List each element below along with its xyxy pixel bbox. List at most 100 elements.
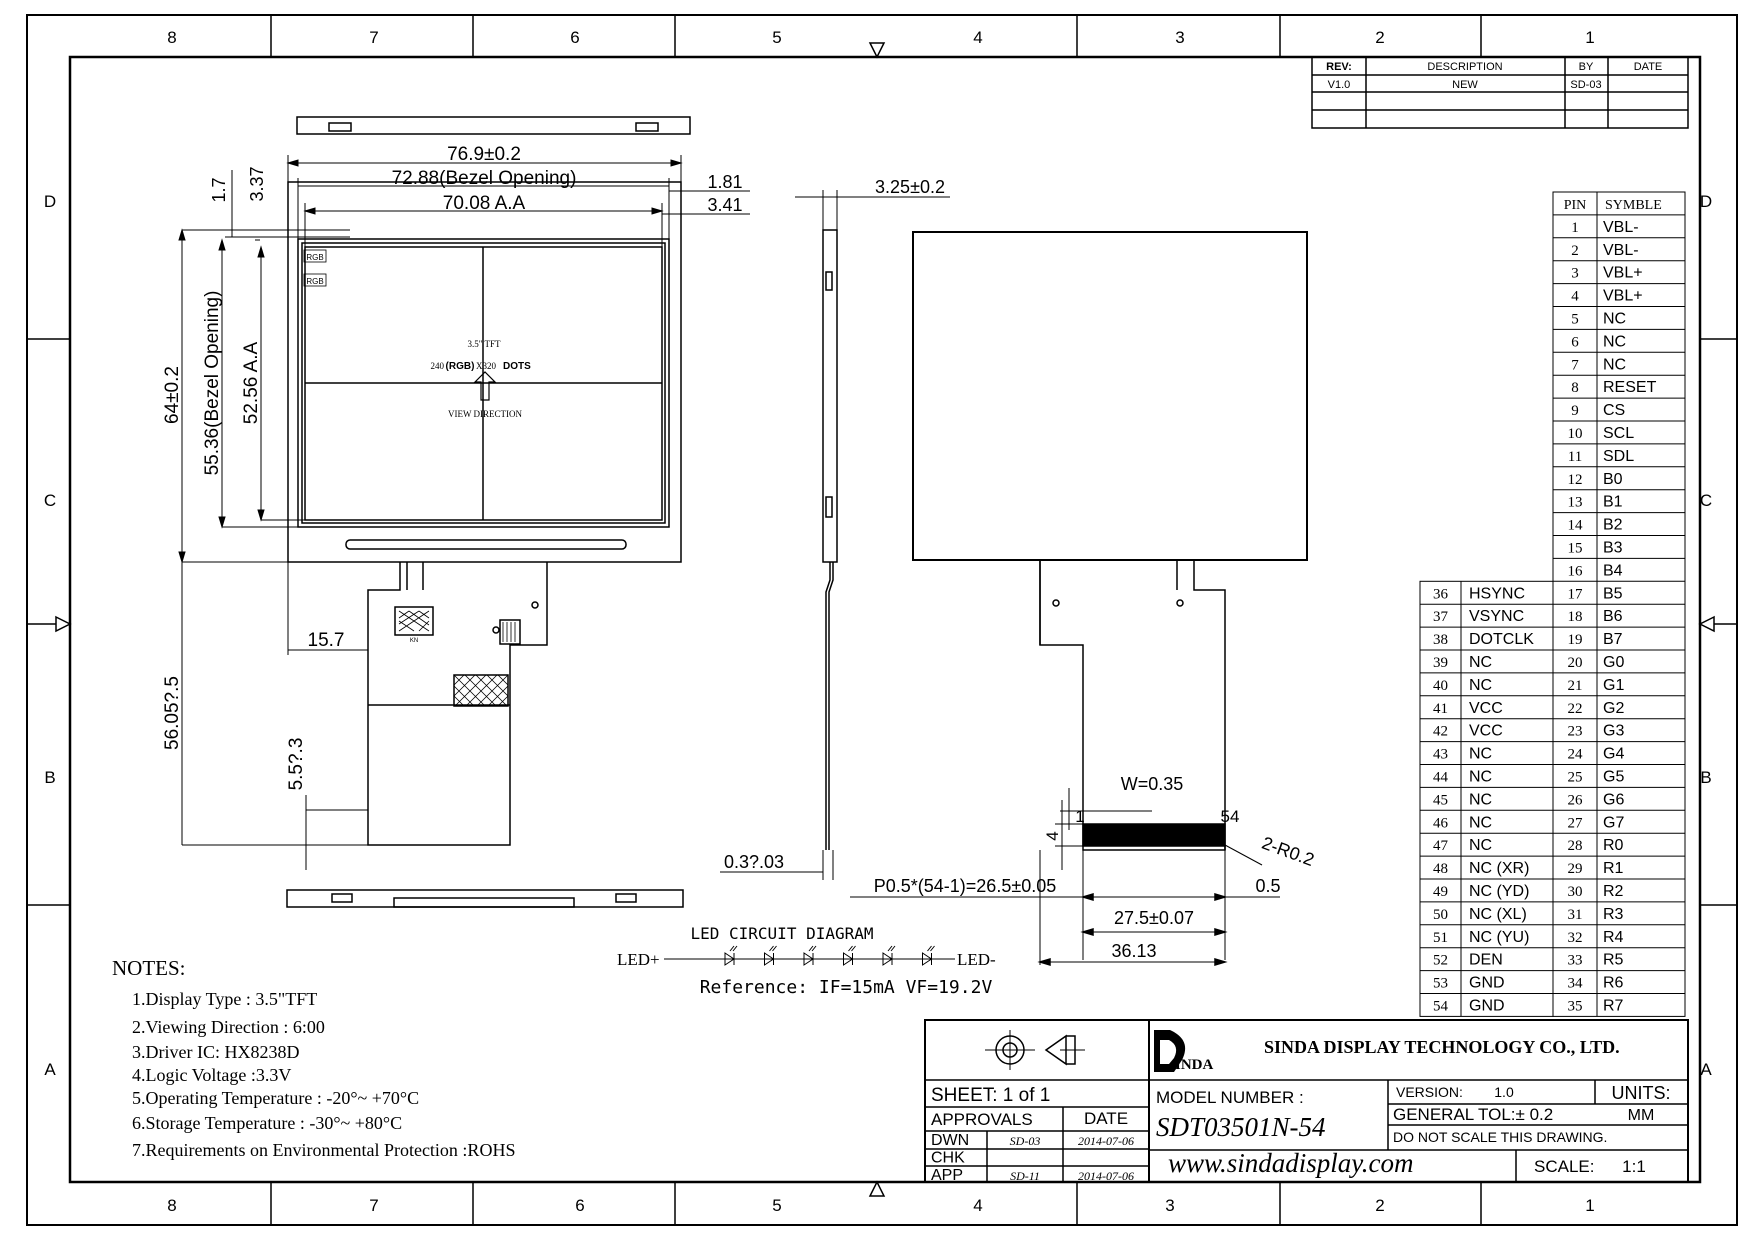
sheet-label: SHEET: 1 of 1 (931, 1085, 1050, 1106)
revision-header: REV: (1326, 61, 1352, 73)
revision-cell: NEW (1452, 79, 1478, 91)
pin-number: 17 (1568, 586, 1584, 602)
pin-number: 15 (1568, 541, 1583, 557)
pin-number: 9 (1571, 403, 1579, 419)
pin-symbol: R5 (1603, 952, 1624, 969)
note-item: 5.Operating Temperature : -20°~ +70°C (132, 1088, 419, 1108)
pin-symbol: SCL (1603, 425, 1634, 442)
side-view (720, 190, 950, 880)
pin-symbol: R4 (1603, 929, 1624, 946)
pin-number: 41 (1433, 701, 1448, 717)
screen-label-320: X320 (476, 361, 496, 371)
pin-symbol: B7 (1603, 631, 1623, 648)
kn-tag: KN (410, 638, 418, 644)
pin-first-label: 1 (1075, 807, 1084, 826)
pin-number: 50 (1433, 907, 1448, 923)
pin-number: 40 (1433, 678, 1448, 694)
frame-col-label-top: 3 (1175, 28, 1184, 47)
pin-symbol: VCC (1469, 723, 1503, 740)
pin-symbol: B1 (1603, 494, 1623, 511)
pin-symbol: NC (1603, 356, 1626, 373)
pin-symbol: G0 (1603, 654, 1624, 671)
pin-symbol: NC (1603, 311, 1626, 328)
model-label: MODEL NUMBER : (1156, 1088, 1304, 1107)
pin-number: 16 (1568, 563, 1584, 579)
pin-number: 46 (1433, 815, 1449, 831)
frame-col-label-top: 7 (369, 28, 378, 47)
front-view-text: 76.9±0.272.88(Bezel Opening)70.08 A.A1.8… (162, 144, 743, 790)
frame-col-label-bottom: 8 (167, 1196, 176, 1215)
pin-table-header-pin: PIN (1564, 198, 1587, 213)
pin-number: 23 (1568, 724, 1583, 740)
pin-symbol: CS (1603, 402, 1625, 419)
approval-role: APP (931, 1167, 963, 1184)
pin-symbol: NC (1603, 333, 1626, 350)
note-item: 4.Logic Voltage :3.3V (132, 1065, 291, 1085)
pin-symbol: DOTCLK (1469, 631, 1534, 648)
pin-symbol: NC (1469, 769, 1492, 786)
frame-col-label-bottom: 3 (1165, 1196, 1174, 1215)
pin-symbol: RESET (1603, 379, 1657, 396)
frame-col-label-bottom: 1 (1585, 1196, 1594, 1215)
pin-number: 54 (1433, 999, 1449, 1015)
pin-symbol: NC (1469, 814, 1492, 831)
pin-symbol: G1 (1603, 677, 1624, 694)
pin-symbol: B5 (1603, 585, 1623, 602)
pin-number: 27 (1568, 815, 1584, 831)
pad-width-dim: W=0.35 (1121, 774, 1184, 794)
version-value: 1.0 (1494, 1084, 1514, 1100)
pin-number: 14 (1568, 518, 1584, 534)
approvals-label: APPROVALS (931, 1110, 1033, 1129)
fpc-length-dim: 56.05?.5 (162, 676, 183, 750)
pin-number: 47 (1433, 838, 1449, 854)
website: www.sindadisplay.com (1168, 1148, 1414, 1178)
pin-number: 18 (1568, 609, 1583, 625)
pin-number: 6 (1571, 334, 1579, 350)
pin-number: 51 (1433, 930, 1448, 946)
approval-role: CHK (931, 1150, 965, 1167)
led-symbol (803, 945, 817, 966)
pin-number: 53 (1433, 976, 1448, 992)
company-name: SINDA DISPLAY TECHNOLOGY CO., LTD. (1264, 1037, 1620, 1057)
pin-number: 8 (1571, 380, 1579, 396)
pin-symbol: NC (XR) (1469, 860, 1529, 877)
frame-row-label-right: A (1700, 1060, 1712, 1079)
version-label: VERSION: (1396, 1084, 1463, 1100)
led-symbol (843, 945, 856, 966)
pin-number: 7 (1571, 357, 1579, 373)
pin-number: 29 (1568, 861, 1583, 877)
frame-col-label-bottom: 2 (1375, 1196, 1384, 1215)
scale-value: 1:1 (1622, 1157, 1646, 1176)
pin-symbol: G2 (1603, 700, 1624, 717)
led-diagram-title: LED CIRCUIT DIAGRAM (690, 924, 873, 943)
bezel-opening-height-dim: 55.36(Bezel Opening) (202, 291, 223, 476)
pin-symbol: G5 (1603, 769, 1624, 786)
front-view (286, 116, 691, 908)
note-item: 7.Requirements on Environmental Protecti… (132, 1140, 515, 1160)
pin-number: 3 (1571, 266, 1579, 282)
frame-col-label-top: 8 (167, 28, 176, 47)
frame-col-label-top: 4 (973, 28, 982, 47)
pin-last-label: 54 (1221, 807, 1240, 826)
pin-number: 4 (1571, 289, 1579, 305)
general-tolerance: GENERAL TOL:± 0.2 (1393, 1105, 1553, 1124)
pin-symbol: DEN (1469, 952, 1503, 969)
pin-number: 42 (1433, 724, 1448, 740)
note-item: 2.Viewing Direction : 6:00 (132, 1017, 325, 1037)
pin-symbol: VCC (1469, 700, 1503, 717)
overall-width-dim: 76.9±0.2 (447, 144, 521, 165)
pin-symbol: R2 (1603, 883, 1624, 900)
bezel-opening-width-dim: 72.88(Bezel Opening) (392, 168, 577, 189)
fpc-width-dim: 36.13 (1111, 941, 1156, 961)
pin-symbol: B6 (1603, 608, 1623, 625)
pin-symbol: VBL- (1603, 242, 1639, 259)
pin-number: 5 (1571, 312, 1579, 328)
front-view-hatches (398, 610, 516, 707)
pitch-dim: P0.5*(54-1)=26.5±0.05 (874, 876, 1057, 896)
revision-cell: SD-03 (1570, 79, 1601, 91)
pin-symbol: VBL+ (1603, 288, 1643, 305)
